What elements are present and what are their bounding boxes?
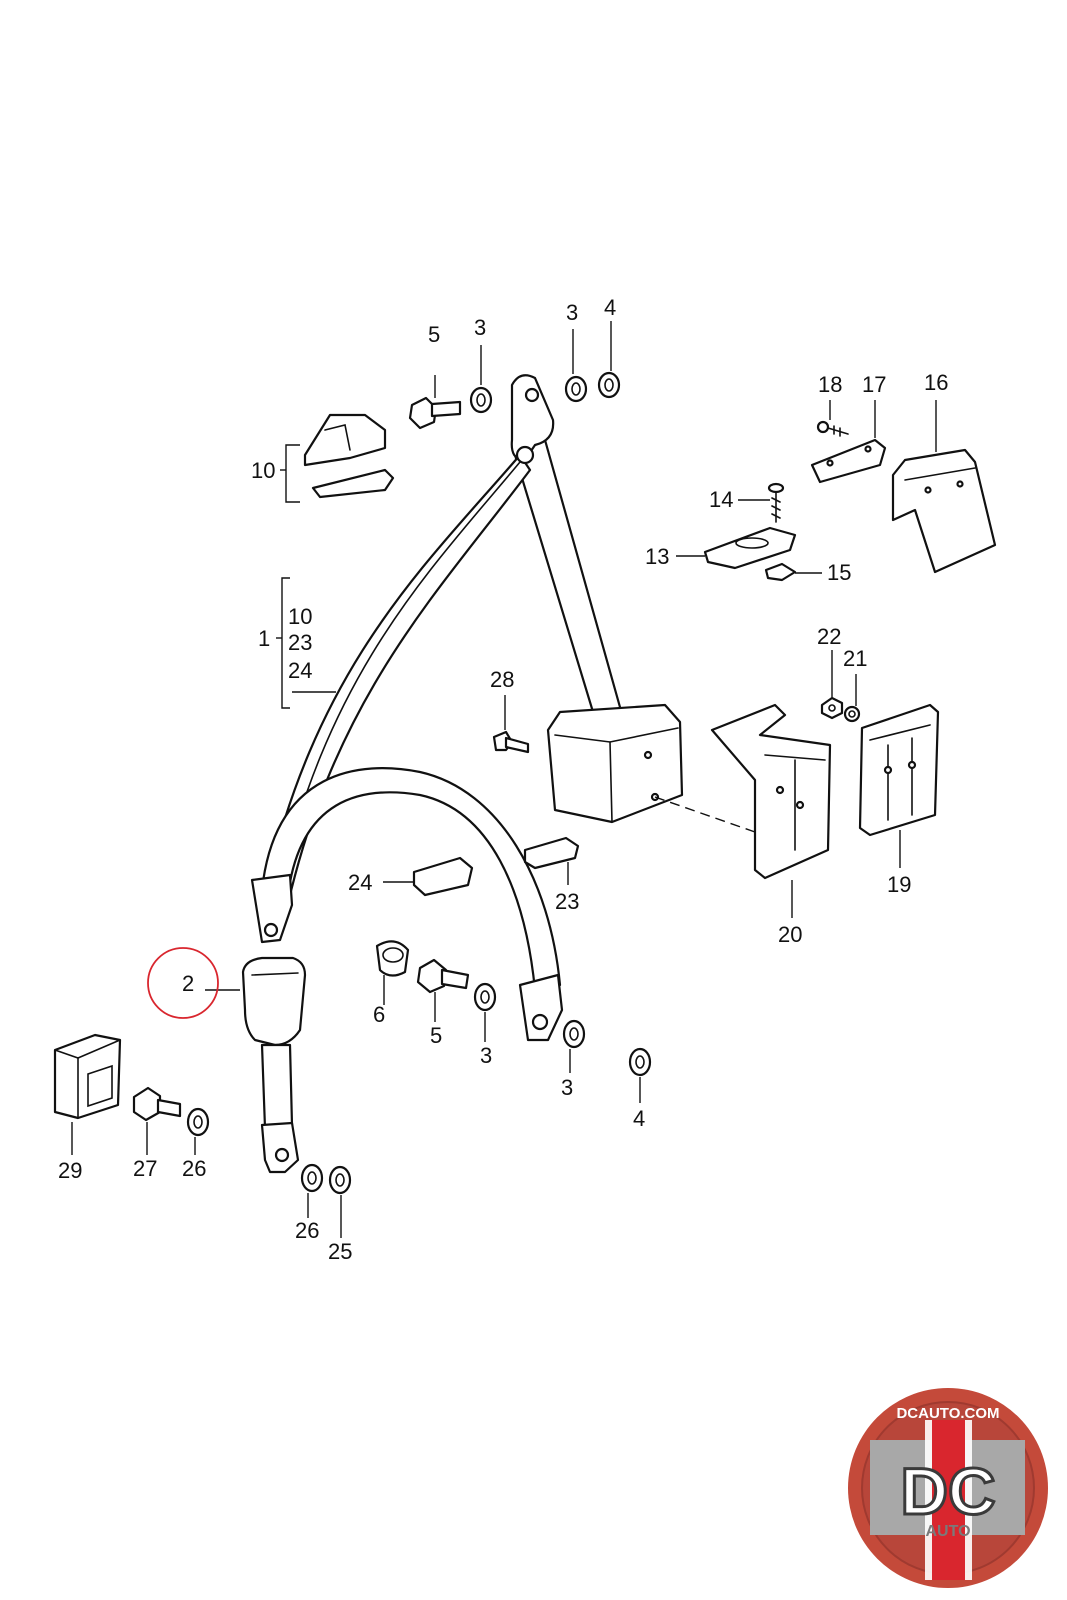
- callout-16: 16: [924, 370, 948, 395]
- assembly-line-retractor: [654, 796, 756, 833]
- washer-3-upper-right: [564, 375, 588, 403]
- callout-27: 27: [133, 1156, 157, 1181]
- washer-26-upper: [186, 1107, 210, 1137]
- logo-main-text: DC: [900, 1454, 995, 1528]
- dcauto-logo: DCAUTO.COM DC AUTO: [848, 1388, 1048, 1588]
- washer-26-lower: [300, 1163, 324, 1193]
- bolt-28: [492, 730, 530, 754]
- washer-21: [843, 705, 861, 723]
- retractor-unit: [546, 703, 684, 824]
- logo-sub-text: AUTO: [925, 1523, 970, 1540]
- callout-20: 20: [778, 922, 802, 947]
- callout-5-lower: 5: [430, 1023, 442, 1048]
- callout-21: 21: [843, 646, 867, 671]
- upper-anchor-plate: [510, 374, 555, 465]
- callout-3-lower-left: 3: [480, 1043, 492, 1068]
- callout-23-group: 23: [288, 630, 312, 655]
- callout-23-clip: 23: [555, 889, 579, 914]
- callout-5-upper: 5: [428, 322, 440, 347]
- callout-3-upper-right: 3: [566, 300, 578, 325]
- bracket-20: [710, 703, 832, 880]
- nut-22: [820, 696, 844, 720]
- spacer-4-lower: [628, 1047, 652, 1077]
- clip-23: [523, 836, 580, 870]
- washer-25: [328, 1165, 352, 1195]
- strip-17: [810, 438, 887, 484]
- screw-14: [767, 482, 785, 523]
- washer-3-lower-right: [562, 1019, 586, 1049]
- bolt-27: [132, 1086, 182, 1122]
- callout-19: 19: [887, 872, 911, 897]
- leader-lines: [71, 321, 937, 1238]
- washer-3-upper-left: [469, 386, 493, 414]
- highlight-circle: [147, 947, 219, 1019]
- callout-6: 6: [373, 1002, 385, 1027]
- callout-22: 22: [817, 624, 841, 649]
- belt-strap-upper: [513, 438, 627, 737]
- callout-15: 15: [827, 560, 851, 585]
- buckle-2: [241, 956, 307, 1174]
- bracket-19: [858, 703, 940, 837]
- clip-24: [412, 856, 474, 897]
- lower-left-anchor: [250, 873, 294, 944]
- spacer-4-upper: [597, 371, 621, 399]
- callout-28: 28: [490, 667, 514, 692]
- callout-26-lower: 26: [295, 1218, 319, 1243]
- bolt-5-upper: [408, 396, 462, 430]
- callout-10-cover: 10: [251, 458, 275, 483]
- belt-strap-arch: [260, 767, 562, 992]
- callout-25: 25: [328, 1239, 352, 1264]
- callout-1: 1: [258, 626, 270, 651]
- callout-14: 14: [709, 487, 733, 512]
- clip-15: [764, 562, 797, 582]
- callout-3-lower-right: 3: [561, 1075, 573, 1100]
- lower-right-anchor: [518, 973, 564, 1042]
- logo-top-text: DCAUTO.COM: [896, 1405, 999, 1422]
- callouts: 5 3 3 4 10 1 10 23 24 18 17 16 14 13 15 …: [58, 295, 948, 1264]
- callout-2: 2: [182, 971, 194, 996]
- trim-cover-10: [303, 413, 395, 499]
- callout-17: 17: [862, 372, 886, 397]
- cover-29: [53, 1033, 122, 1120]
- cover-16: [891, 448, 997, 574]
- callout-13: 13: [645, 544, 669, 569]
- callout-24-group: 24: [288, 658, 312, 683]
- callout-26-upper: 26: [182, 1156, 206, 1181]
- screw-18: [816, 420, 849, 437]
- guide-plate-13: [703, 526, 797, 570]
- callout-18: 18: [818, 372, 842, 397]
- callout-10-group: 10: [288, 604, 312, 629]
- callout-24-clip: 24: [348, 870, 372, 895]
- washer-3-lower-left: [473, 982, 497, 1012]
- bolt-5-lower: [416, 958, 470, 994]
- spacer-6: [375, 940, 410, 977]
- callout-29: 29: [58, 1158, 82, 1183]
- callout-4-upper: 4: [604, 295, 616, 320]
- callout-3-upper-left: 3: [474, 315, 486, 340]
- callout-4-lower: 4: [633, 1106, 645, 1131]
